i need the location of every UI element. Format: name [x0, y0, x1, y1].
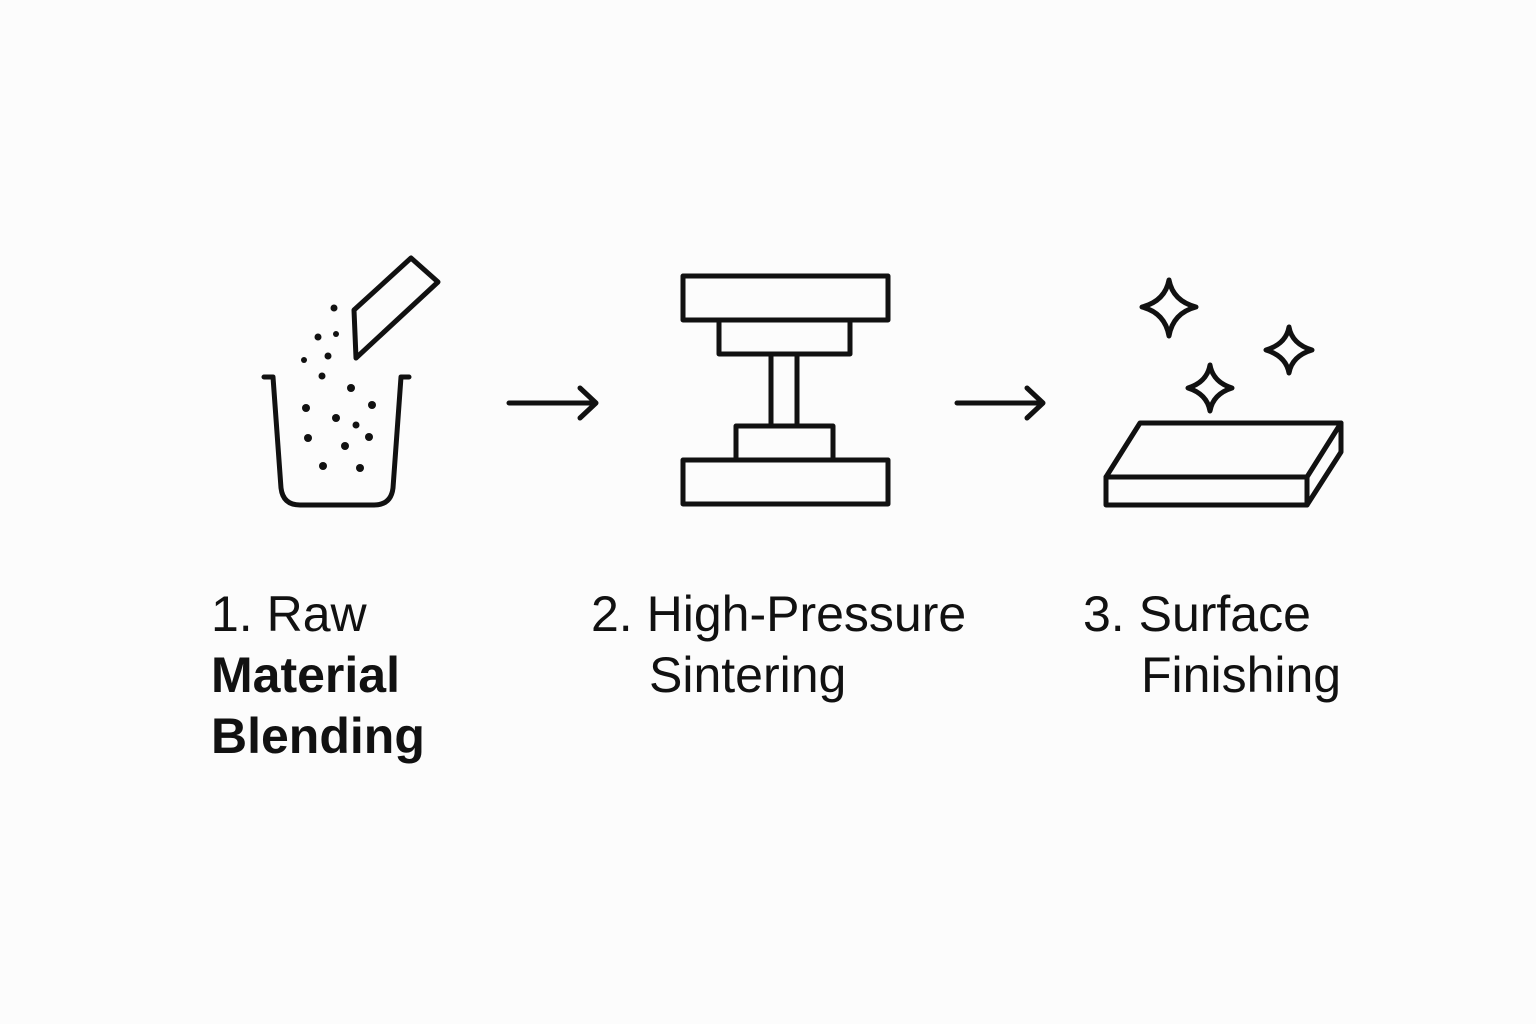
press-lower-block [733, 423, 836, 463]
step-1-title-line-3: Blending [211, 708, 425, 764]
step-1-number: 1. [211, 586, 253, 642]
step-1-title-line-2: Material [211, 647, 400, 703]
step-3-label: 3. Surface Finishing [1083, 584, 1341, 706]
step-3-title-line-2: Finishing [1141, 647, 1342, 703]
step-3-number: 3. [1083, 586, 1125, 642]
sparkle-icon [1139, 277, 1199, 339]
hydraulic-press-icon [680, 273, 891, 507]
right-arrow-icon [954, 385, 1046, 421]
press-top-plate [680, 273, 891, 323]
slab-icon [1103, 420, 1344, 508]
press-base-plate [680, 457, 891, 507]
beaker-icon [261, 374, 412, 508]
step-1-title-line-1: Raw [266, 586, 367, 642]
press-upper-block [716, 317, 853, 357]
sparkle-icon [1185, 362, 1235, 414]
scoop-icon [351, 255, 441, 361]
powder-particles [301, 304, 376, 472]
step-2-title-line-1: High-Pressure [646, 586, 967, 642]
step-3-first-line: 3. Surface [1083, 584, 1341, 645]
step-2-title-line-2: Sintering [649, 647, 847, 703]
polished-slab-sparkle-icon [1103, 277, 1344, 508]
press-ram [768, 351, 800, 429]
right-arrow-icon [506, 385, 599, 421]
step-2-first-line: 2. High-Pressure [591, 584, 966, 645]
step-2-number: 2. [591, 586, 633, 642]
step-1-label: 1. Raw Material Blending [211, 584, 425, 767]
powder-mixing-beaker-icon [261, 255, 441, 508]
step-1-first-line: 1. Raw [211, 584, 425, 645]
step-2-label: 2. High-Pressure Sintering [591, 584, 966, 706]
sparkle-icon [1263, 324, 1315, 376]
step-3-title-line-1: Surface [1138, 586, 1311, 642]
